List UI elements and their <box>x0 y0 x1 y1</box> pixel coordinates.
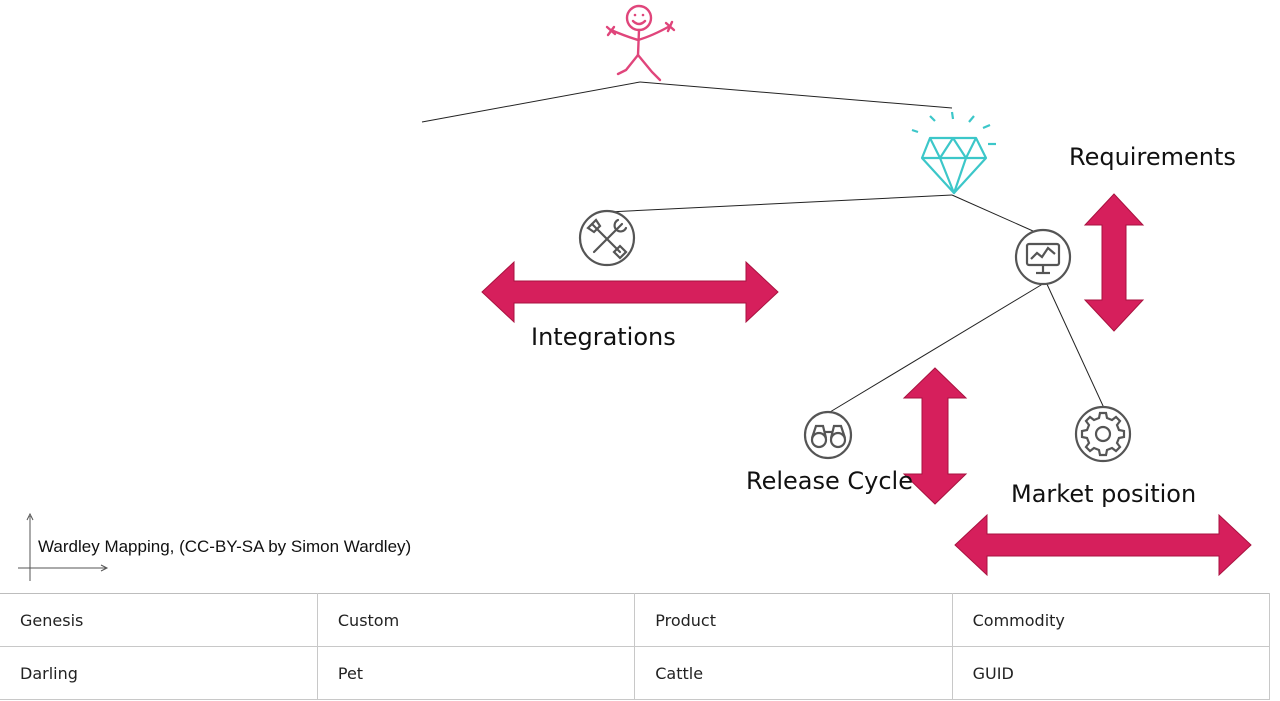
evolution-stages-table: Genesis Custom Product Commodity Darling… <box>0 593 1271 700</box>
link-user-diamond <box>639 81 953 109</box>
market-position-label: Market position <box>1011 480 1197 508</box>
user-stick-figure-icon <box>605 4 676 82</box>
link-monitor-binoculars <box>829 281 1047 413</box>
integrations-arrow <box>481 260 779 324</box>
binoculars-icon <box>803 410 853 460</box>
tools-icon <box>578 209 636 267</box>
table-row: Darling Pet Cattle GUID <box>0 646 1271 700</box>
release-cycle-arrow <box>902 367 968 505</box>
table-cell: Darling <box>0 646 318 700</box>
credit-text: Wardley Mapping, (CC-BY-SA by Simon Ward… <box>38 537 412 556</box>
table-cell: Product <box>634 593 953 647</box>
monitor-chart-icon <box>1014 228 1072 286</box>
table-cell: GUID <box>951 646 1271 700</box>
requirements-arrow <box>1083 193 1145 332</box>
table-cell: Pet <box>316 646 636 700</box>
table-row: Genesis Custom Product Commodity <box>0 593 1271 647</box>
table-cell: Cattle <box>634 646 953 700</box>
wardley-map <box>18 4 1252 581</box>
gear-icon <box>1074 405 1132 463</box>
link-diamond-monitor <box>951 194 1043 236</box>
table-cell: Custom <box>316 593 636 647</box>
market-position-arrow <box>954 513 1252 577</box>
arrows <box>481 193 1252 577</box>
release-cycle-label: Release Cycle <box>746 467 913 495</box>
requirements-label: Requirements <box>1069 143 1236 171</box>
map-axes <box>18 512 109 581</box>
link-user-left <box>421 81 641 123</box>
link-diamond-tools <box>607 194 953 213</box>
integrations-label: Integrations <box>531 323 676 351</box>
connection-lines <box>421 81 1105 413</box>
link-monitor-gear <box>1045 281 1105 409</box>
diamond-icon <box>911 111 996 195</box>
table-cell: Commodity <box>951 593 1271 647</box>
table-cell: Genesis <box>0 593 318 647</box>
